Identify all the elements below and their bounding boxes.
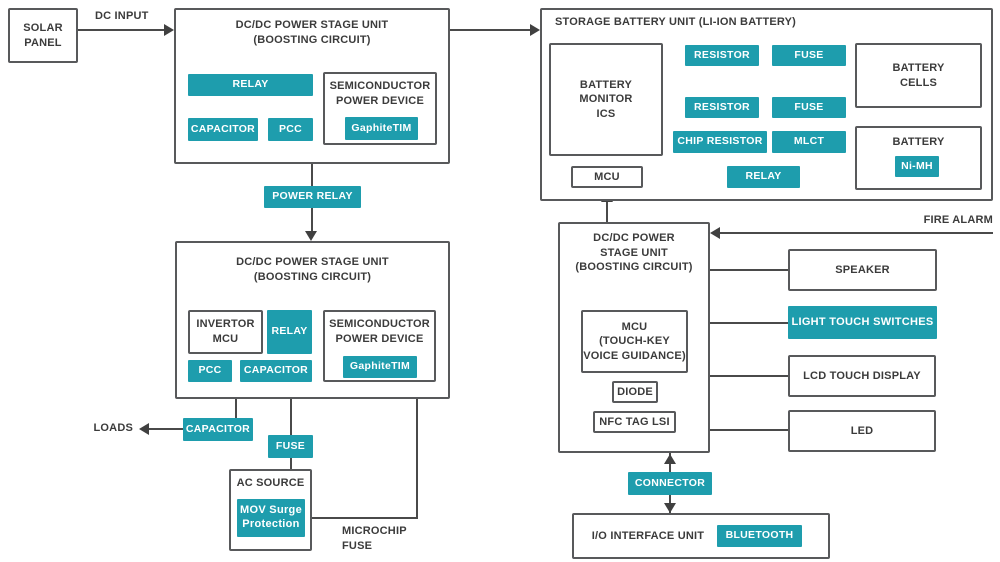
line-solar-to-unit1 (78, 29, 166, 31)
unit2-relay-badge: RELAY (267, 310, 312, 354)
unit2-semiconductor-title: SEMICONDUCTOR POWER DEVICE (329, 318, 430, 345)
unit3-mcu-touchkey-box: MCU (TOUCH-KEY VOICE GUIDANCE) (581, 310, 688, 373)
arrowhead-up-icon (664, 454, 676, 464)
unit2-graphitetim-badge: GaphiteTIM (343, 356, 417, 378)
unit1-capacitor-badge: CAPACITOR (188, 118, 258, 141)
output-fuse-badge: FUSE (268, 435, 313, 458)
solar-panel-box: SOLAR PANEL (8, 8, 78, 63)
dc-input-label: DC INPUT (95, 10, 149, 22)
battery-cells-box: BATTERY CELLS (855, 43, 982, 108)
storage-mcu-box: MCU (571, 166, 643, 188)
resistor-top-badge: RESISTOR (685, 45, 759, 66)
resistor-bottom-badge: RESISTOR (685, 97, 759, 118)
arrowhead-right-icon (164, 24, 174, 36)
line-unit2-to-fuse (290, 397, 292, 437)
line-capacitor-to-loads (146, 428, 184, 430)
io-interface-unit-title: I/O INTERFACE UNIT (591, 529, 705, 542)
bluetooth-badge: BLUETOOTH (717, 525, 802, 547)
unit2-invertor-mcu-box: INVERTOR MCU (188, 310, 263, 354)
ac-source-title: AC SOURCE (236, 477, 305, 489)
arrowhead-right-icon (530, 24, 540, 36)
fuse-top-badge: FUSE (772, 45, 846, 66)
mov-surge-protection-badge: MOV Surge Protection (237, 499, 305, 537)
nimh-badge: Ni-MH (895, 156, 939, 177)
line-unit1-to-power-relay (311, 164, 313, 188)
line-unit3-to-speaker (710, 269, 788, 271)
unit2-capacitor-badge: CAPACITOR (240, 360, 312, 382)
speaker-box: SPEAKER (788, 249, 937, 291)
fire-alarm-label: FIRE ALARM (923, 214, 993, 226)
dcdc-power-stage-unit-3-title: DC/DC POWER STAGE UNIT (BOOSTING CIRCUIT… (575, 232, 693, 274)
fuse-bottom-badge: FUSE (772, 97, 846, 118)
mlct-badge: MLCT (772, 131, 846, 153)
line-unit3-to-lcd (710, 375, 788, 377)
line-unit2-to-capacitor (235, 397, 237, 419)
output-capacitor-badge: CAPACITOR (183, 418, 253, 441)
unit1-semiconductor-title: SEMICONDUCTOR POWER DEVICE (329, 80, 431, 107)
storage-battery-unit-title: STORAGE BATTERY UNIT (LI-ION BATTERY) (555, 16, 797, 28)
dcdc-power-stage-unit-2-title: DC/DC POWER STAGE UNIT (BOOSTING CIRCUIT… (236, 256, 389, 283)
battery-monitor-ics-box: BATTERY MONITOR ICS (549, 43, 663, 156)
line-fire-alarm-to-unit3 (714, 232, 993, 234)
line-unit3-to-mcu (606, 188, 608, 222)
arrowhead-left-icon (710, 227, 720, 239)
line-unit3-to-light-touch (710, 322, 788, 324)
chip-resistor-badge: CHIP RESISTOR (673, 131, 767, 153)
connector-badge: CONNECTOR (628, 472, 712, 495)
line-unit3-to-led (710, 429, 788, 431)
loads-label: LOADS (93, 422, 133, 434)
line-unit1-to-storage (450, 29, 532, 31)
unit1-relay-badge: RELAY (188, 74, 313, 96)
light-touch-switches-badge: LIGHT TOUCH SWITCHES (788, 306, 937, 339)
line-power-relay-to-unit2 (311, 208, 313, 234)
microchip-fuse-label: MICROCHIP FUSE (342, 525, 407, 552)
arrowhead-down-icon (305, 231, 317, 241)
line-unit2-to-microchip-fuse (416, 397, 418, 519)
unit3-nfc-tag-lsi-box: NFC TAG LSI (593, 411, 676, 433)
storage-relay-badge: RELAY (727, 166, 800, 188)
unit1-pcc-badge: PCC (268, 118, 313, 141)
unit3-diode-box: DIODE (612, 381, 658, 403)
arrowhead-down-icon (664, 503, 676, 513)
dcdc-power-stage-unit-1-title: DC/DC POWER STAGE UNIT (BOOSTING CIRCUIT… (235, 19, 389, 46)
line-fuse-to-ac-source (290, 456, 292, 470)
led-box: LED (788, 410, 936, 452)
line-ac-source-to-microchip-fuse (312, 517, 418, 519)
unit1-graphitetim-badge: GaphiteTIM (345, 117, 418, 140)
lcd-touch-display-box: LCD TOUCH DISPLAY (788, 355, 936, 397)
power-relay-badge: POWER RELAY (264, 186, 361, 208)
battery-nimh-title: BATTERY (892, 136, 945, 148)
arrowhead-left-icon (139, 423, 149, 435)
unit2-pcc-badge: PCC (188, 360, 232, 382)
